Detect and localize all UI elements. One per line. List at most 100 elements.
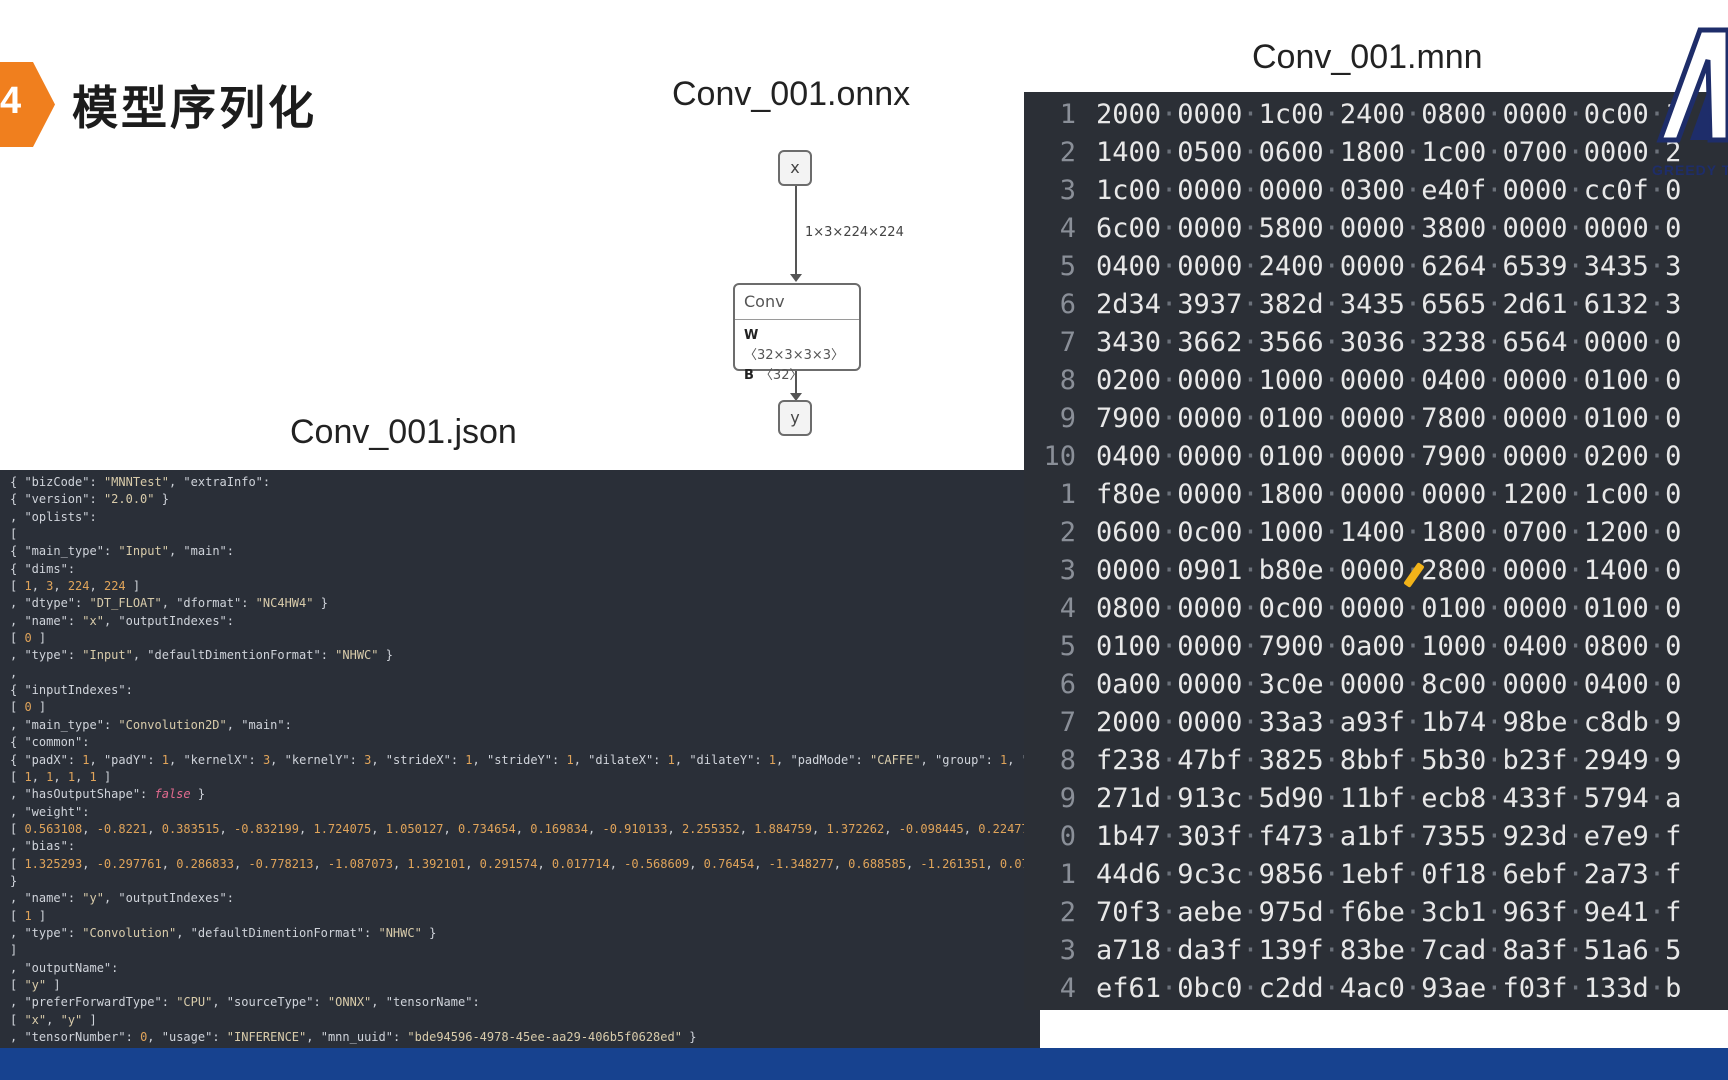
json-viewer[interactable]: { "bizCode": "MNNTest", "extraInfo":{ "v… [0, 470, 1040, 1048]
space-marker: · [1323, 555, 1340, 586]
hex-word: 51a6 [1583, 935, 1649, 966]
hex-word: f03f [1502, 973, 1568, 1004]
hex-word: 2400 [1258, 251, 1324, 282]
hex-word: 0100 [1583, 365, 1649, 396]
line-number: 5 [1059, 631, 1076, 662]
space-marker: · [1567, 175, 1584, 206]
hex-word-clipped: 0 [1665, 327, 1682, 358]
input-node[interactable]: x [778, 150, 812, 186]
bottom-bar [0, 1048, 1728, 1080]
hex-word: 6132 [1583, 289, 1649, 320]
hex-word-clipped: 0 [1665, 479, 1682, 510]
hex-word: 0100 [1258, 441, 1324, 472]
logo-text: GREEDY TE [1652, 162, 1728, 178]
hex-word: 139f [1258, 935, 1324, 966]
space-marker: · [1567, 99, 1584, 130]
line-number: 2 [1059, 517, 1076, 548]
space-marker: · [1242, 859, 1259, 890]
space-marker: · [1161, 973, 1178, 1004]
hex-word: 0000 [1339, 479, 1405, 510]
hex-word: 1c00 [1096, 175, 1162, 206]
space-marker: · [1161, 137, 1178, 168]
hex-word: 6ebf [1502, 859, 1568, 890]
hex-viewer[interactable]: 12000·0000·1c00·2400·0800·0000·0c00·1214… [1024, 92, 1728, 1010]
json-line: [ 0 ] [10, 631, 47, 646]
line-number: 1 [1059, 859, 1076, 890]
space-marker: · [1161, 327, 1178, 358]
hex-word: 6264 [1421, 251, 1487, 282]
space-marker: · [1404, 935, 1422, 966]
hex-word: 0400 [1096, 441, 1162, 472]
hex-word: 0700 [1502, 137, 1568, 168]
space-marker: · [1323, 859, 1340, 890]
line-number: 7 [1059, 327, 1076, 358]
space-marker: · [1567, 365, 1584, 396]
hex-word: 6c00 [1096, 213, 1162, 244]
hex-word: 433f [1502, 783, 1568, 814]
section-badge: 4 [0, 62, 55, 147]
space-marker: · [1323, 479, 1340, 510]
space-marker: · [1567, 935, 1584, 966]
hex-word-clipped: 0 [1665, 213, 1682, 244]
hex-word: 0000 [1258, 175, 1324, 206]
space-marker: · [1323, 707, 1340, 738]
hex-word: 0000 [1339, 213, 1405, 244]
hex-word: 1400 [1339, 517, 1405, 548]
hex-word: 0100 [1096, 631, 1162, 662]
hex-word: 8a3f [1502, 935, 1568, 966]
space-marker: · [1404, 707, 1422, 738]
output-node[interactable]: y [778, 400, 812, 436]
space-marker: · [1161, 783, 1178, 814]
space-marker: · [1567, 631, 1584, 662]
json-line: [ "y" ] [10, 977, 61, 992]
hex-word: 1c00 [1421, 137, 1487, 168]
hex-word: 975d [1258, 897, 1324, 928]
hex-word: 0000 [1339, 251, 1405, 282]
space-marker: · [1404, 365, 1422, 396]
onnx-graph: x 1×3×224×224 Conv W〈32×3×3×3〉 B〈32〉 y [700, 140, 960, 440]
space-marker: · [1161, 859, 1178, 890]
json-line: [ 0.563108, -0.8221, 0.383515, -0.832199… [10, 821, 1040, 836]
space-marker: · [1486, 365, 1503, 396]
hex-word: 2a73 [1583, 859, 1649, 890]
json-line: [ 1, 1, 1, 1 ] [10, 769, 112, 784]
hex-word-clipped: 3 [1665, 251, 1682, 282]
space-marker: · [1648, 99, 1666, 130]
hex-word: 0300 [1339, 175, 1405, 206]
json-line: { "main_type": "Input", "main": [10, 544, 235, 559]
space-marker: · [1486, 289, 1503, 320]
json-line: , "preferForwardType": "CPU", "sourceTyp… [10, 995, 480, 1010]
hex-word: 0000 [1177, 631, 1243, 662]
hex-word: e7e9 [1583, 821, 1649, 852]
hex-word: 1000 [1258, 517, 1324, 548]
json-line: , "hasOutputShape": false } [10, 787, 206, 802]
space-marker: · [1242, 745, 1259, 776]
space-marker: · [1486, 859, 1503, 890]
space-marker: · [1242, 935, 1259, 966]
space-marker: · [1242, 403, 1259, 434]
space-marker: · [1323, 137, 1340, 168]
hex-word: 0200 [1583, 441, 1649, 472]
conv-node[interactable]: Conv W〈32×3×3×3〉 B〈32〉 [733, 283, 861, 383]
space-marker: · [1161, 555, 1178, 586]
hex-word: 7cad [1421, 935, 1487, 966]
hex-word: 7355 [1421, 821, 1487, 852]
json-line: { "common": [10, 735, 90, 750]
space-marker: · [1323, 441, 1340, 472]
hex-word: 913c [1177, 783, 1243, 814]
space-marker: · [1648, 669, 1666, 700]
hex-word: ecb8 [1421, 783, 1487, 814]
hex-word: b80e [1258, 555, 1324, 586]
json-line: , "type": "Convolution", "defaultDimenti… [10, 925, 437, 940]
hex-word: a1bf [1339, 821, 1405, 852]
space-marker: · [1648, 137, 1666, 168]
line-number: 8 [1059, 365, 1076, 396]
hex-word: 1b47 [1096, 821, 1162, 852]
space-marker: · [1242, 517, 1259, 548]
json-line: ] [10, 943, 18, 958]
